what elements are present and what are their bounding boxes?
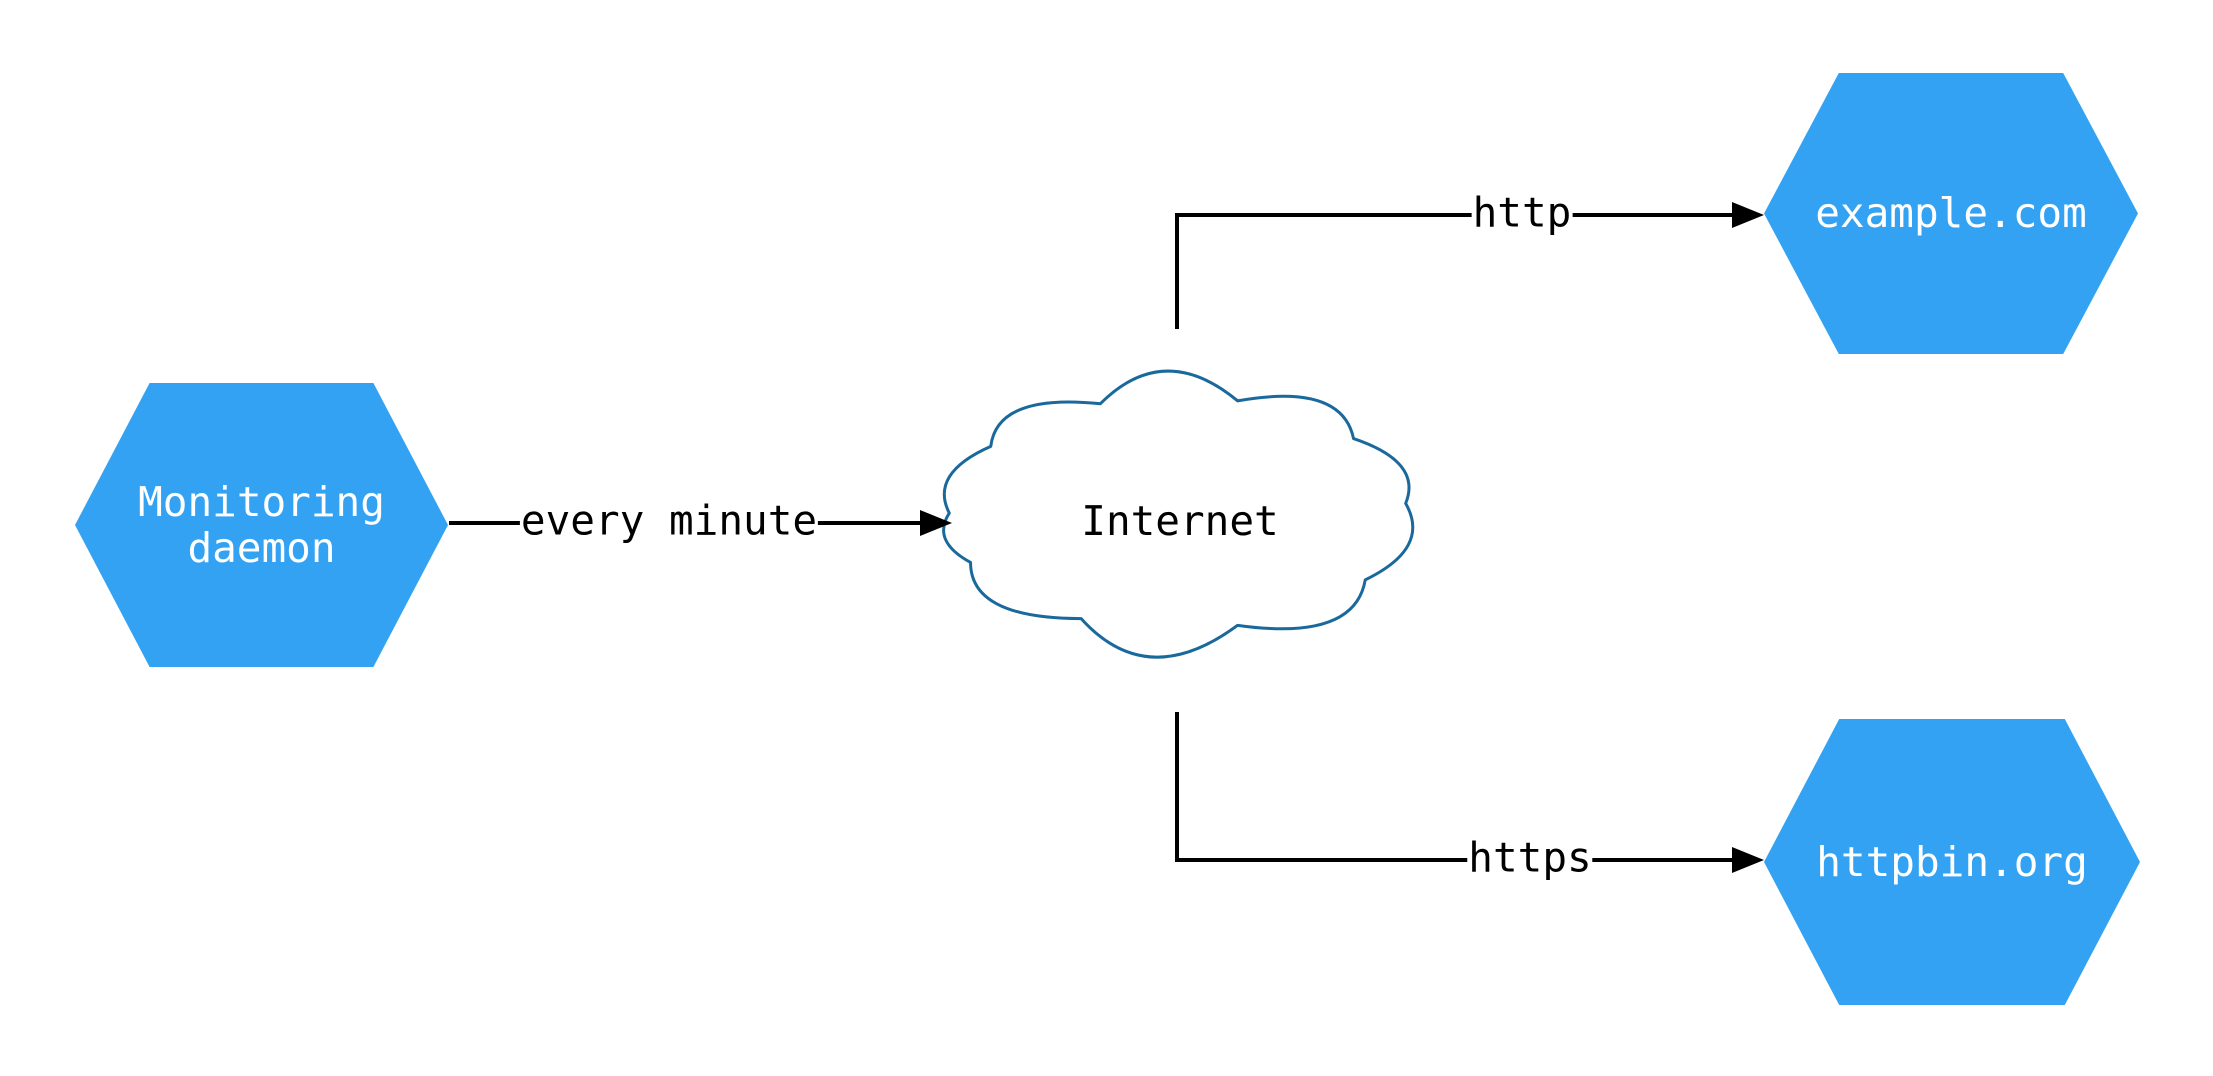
node-httpbin-org: httpbin.org bbox=[1764, 719, 2140, 1005]
node-example-com-label: example.com bbox=[1815, 189, 2087, 238]
cloud-shape bbox=[944, 371, 1413, 657]
edge-http-line bbox=[1175, 213, 1732, 329]
edge-label-http: http bbox=[1471, 188, 1573, 237]
node-example-com: example.com bbox=[1764, 73, 2138, 354]
edge-https-line bbox=[1175, 712, 1732, 862]
node-internet-label: Internet bbox=[1081, 497, 1279, 545]
edge-label-https: https bbox=[1467, 833, 1593, 882]
node-httpbin-org-label: httpbin.org bbox=[1816, 837, 2088, 886]
node-monitoring-daemon: Monitoring daemon bbox=[75, 383, 448, 667]
arrowhead-icon bbox=[920, 510, 952, 536]
node-monitoring-daemon-label: Monitoring daemon bbox=[138, 477, 385, 572]
arrowhead-icon bbox=[1732, 202, 1764, 228]
edge-label-every-minute: every minute bbox=[519, 496, 819, 545]
arrowhead-icon bbox=[1732, 847, 1764, 873]
internet-cloud bbox=[928, 366, 1428, 666]
